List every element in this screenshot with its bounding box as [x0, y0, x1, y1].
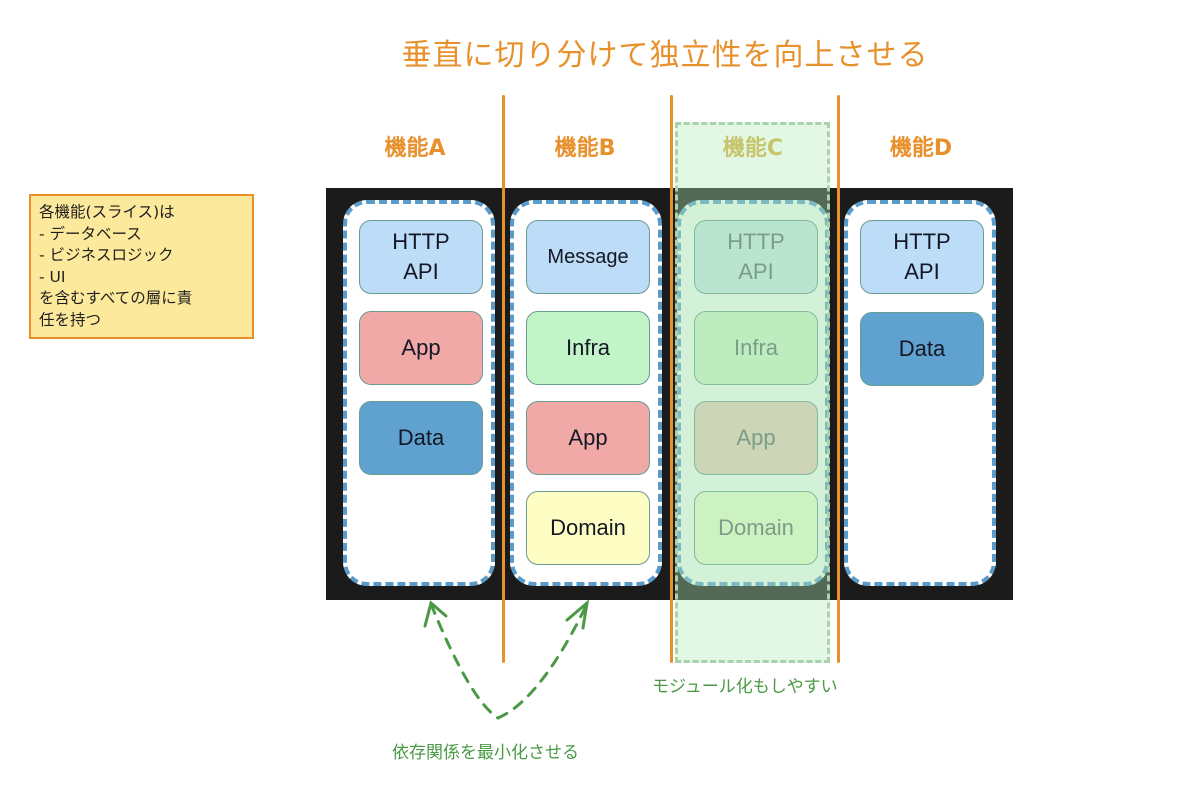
note-line: - データベース	[39, 224, 142, 243]
layer-http-api: HTTP API	[860, 220, 984, 294]
feature-a-label: 機能A	[384, 136, 446, 161]
layer-message: Message	[526, 220, 650, 294]
layer-data: Data	[359, 401, 483, 475]
arrowhead-right-icon	[565, 599, 590, 630]
layer-http-api: HTTP API	[359, 220, 483, 294]
module-highlight-zone	[675, 122, 830, 663]
layer-infra: Infra	[694, 311, 818, 385]
feature-d-slice: HTTP API Data	[844, 200, 996, 586]
modular-caption: モジュール化もしやすい	[652, 677, 838, 697]
slice-divider	[670, 95, 673, 663]
layer-app: App	[694, 401, 818, 475]
feature-c-slice: HTTP API Infra App Domain	[677, 200, 829, 586]
feature-a-slice: HTTP API App Data	[343, 200, 495, 586]
note-line: 各機能(スライス)は	[39, 203, 175, 221]
slice-divider	[837, 95, 840, 663]
note-line: - ビジネスロジック	[39, 246, 174, 264]
layer-http-api: HTTP API	[694, 220, 818, 294]
layer-domain: Domain	[526, 491, 650, 565]
layer-data: Data	[860, 312, 984, 386]
layer-domain: Domain	[694, 491, 818, 565]
note-line: - UI	[39, 267, 66, 286]
layer-app: App	[359, 311, 483, 385]
feature-b-slice: Message Infra App Domain	[510, 200, 662, 586]
layer-infra: Infra	[526, 311, 650, 385]
diagram-title: 垂直に切り分けて独立性を向上させる	[401, 38, 929, 73]
note-line: を含むすべての層に責	[39, 289, 193, 307]
slice-divider	[502, 95, 505, 663]
feature-b-label: 機能B	[554, 136, 616, 161]
feature-c-label: 機能C	[722, 136, 784, 161]
dependency-arrow-right	[496, 604, 588, 720]
dependency-caption: 依存関係を最小化させる	[392, 743, 579, 763]
slice-description-note: 各機能(スライス)は - データベース - ビジネスロジック - UI を含むす…	[29, 194, 254, 339]
note-line: 任を持つ	[39, 310, 102, 329]
arrowhead-left-icon	[423, 600, 448, 628]
layer-app: App	[526, 401, 650, 475]
dependency-arrow-left	[429, 602, 500, 720]
feature-d-label: 機能D	[889, 136, 953, 161]
